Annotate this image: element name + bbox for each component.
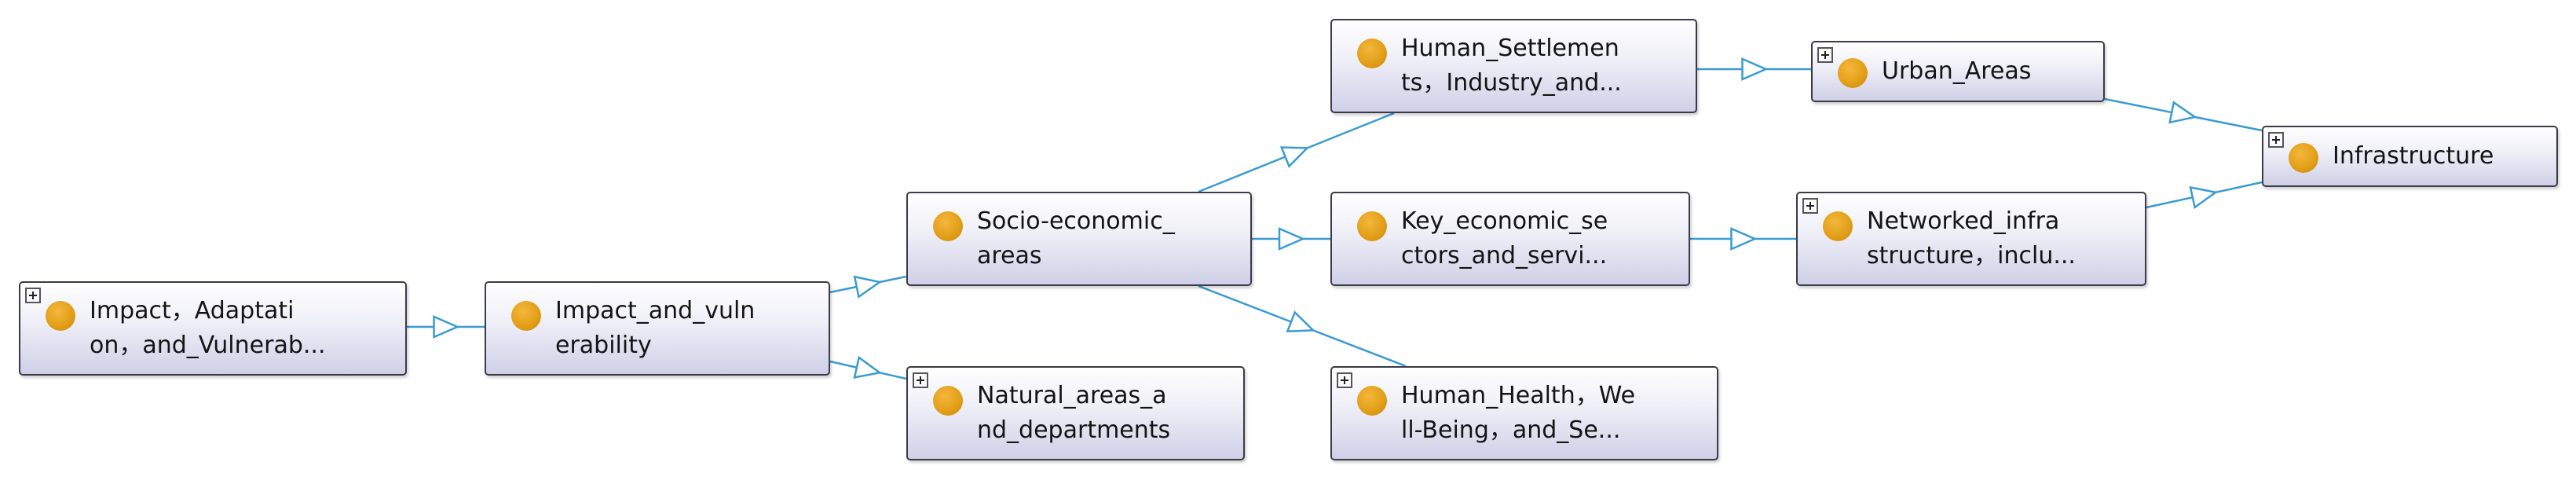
subclass-arrowhead — [1279, 146, 1310, 168]
class-node-label-line: Natural_areas_a — [977, 382, 1167, 409]
class-node-label: Key_economic_se ctors_and_servi... — [1401, 204, 1608, 273]
expand-plus-icon[interactable] — [2268, 132, 2284, 148]
edge-key-economic-sectors-to-networked-infrastructure — [1690, 227, 1796, 251]
owl-class-icon — [1357, 38, 1387, 68]
edge-human-settlements-to-urban-areas — [1697, 57, 1811, 81]
subclass-arrowhead — [2189, 185, 2219, 210]
edge-socio-economic-areas-to-human-health — [1198, 284, 1407, 368]
expand-plus-icon[interactable] — [25, 288, 41, 303]
owl-class-icon — [1823, 211, 1853, 241]
owl-class-icon — [1357, 211, 1387, 241]
class-node-label-line: Impact_and_vuln — [555, 297, 756, 324]
class-node-natural-areas[interactable]: Natural_areas_a nd_departments — [906, 366, 1245, 460]
expand-plus-icon[interactable] — [913, 372, 928, 388]
class-node-label-line: Key_economic_se — [1401, 207, 1608, 235]
class-node-label-line: Infrastructure — [2333, 142, 2494, 170]
subclass-arrowhead — [1286, 310, 1315, 333]
edge-socio-economic-areas-to-key-economic-sectors — [1252, 227, 1330, 251]
class-node-label-line: Networked_infra — [1867, 207, 2060, 235]
class-node-label: Impact_and_vuln erability — [555, 294, 755, 363]
class-node-label-line: areas — [977, 242, 1042, 270]
edge-impact-adaptation-to-impact-and-vulnerability — [407, 315, 485, 339]
owl-class-icon — [1838, 58, 1868, 88]
class-node-impact-adaptation[interactable]: Impact，Adaptati on，and_Vulnerab... — [19, 281, 407, 376]
expand-plus-icon[interactable] — [1337, 372, 1352, 388]
edge-impact-and-vulnerability-to-natural-areas — [829, 355, 907, 380]
owl-class-icon — [46, 301, 75, 331]
class-node-label-line: structure，inclu... — [1867, 242, 2076, 270]
class-node-label: Infrastructure — [2333, 139, 2494, 174]
class-node-label: Impact，Adaptati on，and_Vulnerab... — [90, 294, 325, 363]
class-node-label-line: Urban_Areas — [1882, 57, 2032, 85]
class-node-human-health[interactable]: Human_Health，We ll-Being，and_Se... — [1330, 366, 1718, 460]
class-node-label: Socio-economic_areas — [977, 204, 1175, 273]
class-node-label-line: ts，Industry_and... — [1401, 69, 1622, 97]
class-node-label: Networked_infra structure，inclu... — [1867, 204, 2076, 273]
class-node-infrastructure[interactable]: Infrastructure — [2262, 126, 2558, 187]
edge-urban-areas-to-infrastructure — [2104, 97, 2263, 132]
class-node-label-line: Human_Settlemen — [1401, 35, 1619, 62]
class-node-label: Human_Health，We ll-Being，and_Se... — [1401, 379, 1635, 448]
class-node-label-line: Impact，Adaptati — [90, 297, 295, 324]
class-node-socio-economic-areas[interactable]: Socio-economic_areas — [906, 192, 1252, 286]
owl-class-icon — [2289, 143, 2318, 173]
subclass-arrowhead — [433, 315, 460, 339]
class-node-label-line: erability — [555, 332, 652, 359]
class-node-label-line: nd_departments — [977, 416, 1171, 444]
owl-class-icon — [1357, 386, 1387, 416]
class-node-label-line: Human_Health，We — [1401, 382, 1636, 409]
class-node-label-line: ll-Being，and_Se... — [1401, 416, 1621, 444]
class-node-label-line: Socio-economic_ — [977, 207, 1175, 235]
class-node-networked-infrastructure[interactable]: Networked_infra structure，inclu... — [1796, 192, 2146, 286]
subclass-arrowhead — [853, 275, 883, 299]
expand-plus-icon[interactable] — [1802, 198, 1818, 214]
subclass-arrowhead — [1278, 227, 1306, 251]
class-node-label: Natural_areas_a nd_departments — [977, 379, 1170, 448]
edge-impact-and-vulnerability-to-socio-economic-areas — [829, 275, 907, 299]
class-node-human-settlements[interactable]: Human_Settlemen ts，Industry_and... — [1330, 19, 1697, 113]
subclass-arrowhead — [2168, 101, 2197, 124]
subclass-arrowhead — [1730, 227, 1758, 251]
class-node-label-line: on，and_Vulnerab... — [90, 332, 326, 359]
class-node-impact-and-vulnerability[interactable]: Impact_and_vuln erability — [485, 281, 830, 376]
owl-class-icon — [511, 301, 541, 331]
class-node-key-economic-sectors[interactable]: Key_economic_se ctors_and_servi... — [1330, 192, 1690, 286]
subclass-arrowhead — [1741, 57, 1769, 81]
owl-class-icon — [933, 211, 963, 241]
class-node-urban-areas[interactable]: Urban_Areas — [1811, 41, 2105, 102]
edge-socio-economic-areas-to-human-settlements — [1198, 112, 1395, 193]
subclass-arrowhead — [853, 355, 883, 379]
edge-networked-infrastructure-to-infrastructure — [2146, 181, 2263, 210]
class-node-label-line: ctors_and_servi... — [1401, 242, 1608, 270]
expand-plus-icon[interactable] — [1817, 47, 1833, 63]
class-node-label: Human_Settlemen ts，Industry_and... — [1401, 31, 1622, 101]
owl-class-icon — [933, 386, 963, 416]
class-node-label: Urban_Areas — [1882, 54, 2031, 89]
